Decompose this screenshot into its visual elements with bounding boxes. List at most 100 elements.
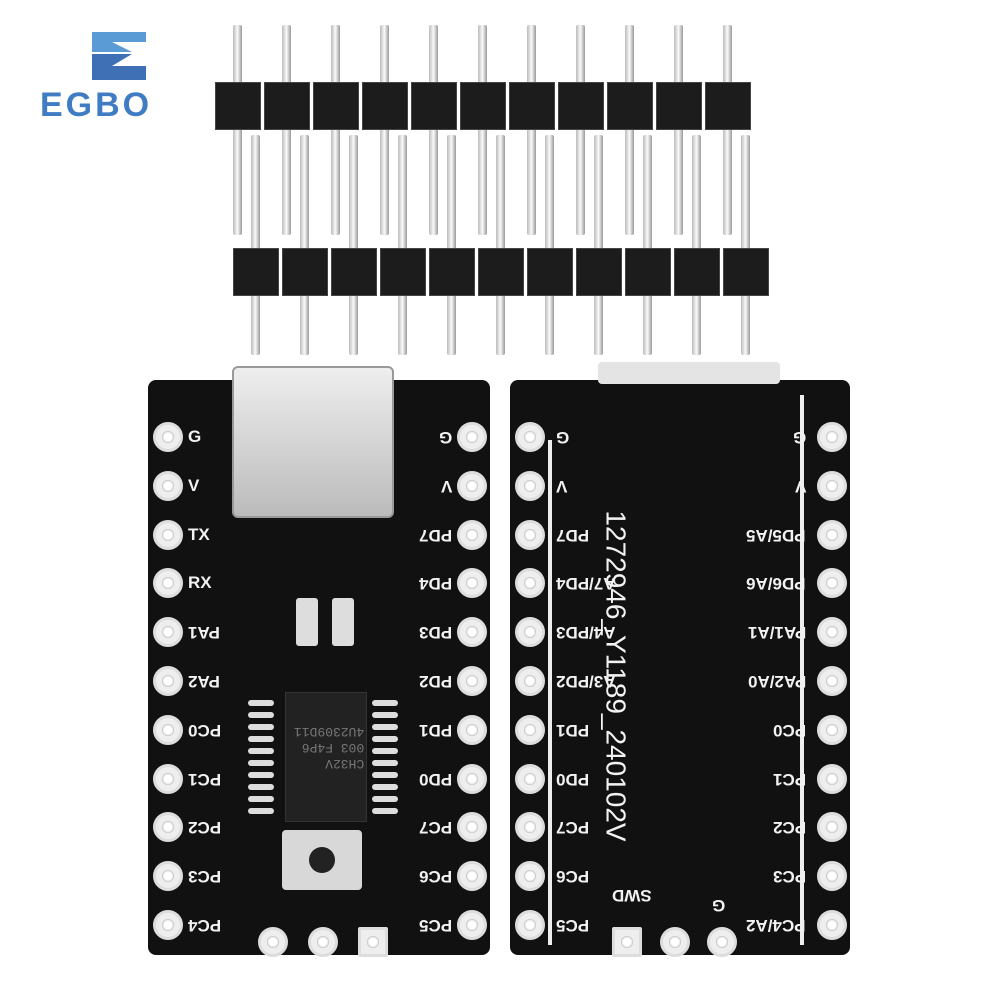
chip-leg	[248, 796, 274, 802]
pin-pad	[817, 910, 847, 940]
pin-label: PC6	[556, 867, 590, 887]
pin-pad	[612, 927, 642, 957]
pin-label: PD7	[418, 525, 452, 545]
pin-label: PC2	[188, 818, 222, 838]
board-outline	[800, 395, 804, 945]
header-block	[478, 248, 524, 296]
pin-label: PC1	[772, 769, 806, 789]
pin-pad	[515, 910, 545, 940]
pin-pad	[153, 519, 183, 550]
pin-label: PD5/A5	[746, 525, 806, 545]
pin-label: PC0	[772, 720, 806, 740]
pin-pad	[153, 568, 183, 599]
pin-label: G	[188, 427, 202, 446]
pin-pad	[660, 927, 690, 957]
chip-leg	[372, 724, 398, 730]
pin-pad	[457, 422, 487, 452]
pin-pad	[515, 568, 545, 599]
chip-leg	[372, 700, 398, 706]
header-pin	[576, 25, 585, 235]
pin-pad	[817, 617, 847, 648]
header-pin	[447, 135, 456, 355]
chip-leg	[372, 760, 398, 766]
chip-leg	[248, 784, 274, 790]
swd-label: SWD	[612, 886, 652, 905]
header-block	[625, 248, 671, 296]
pin-pad	[817, 861, 847, 892]
pin-pad	[707, 927, 737, 957]
pin-label: V	[556, 476, 568, 496]
pin-label: G	[438, 428, 452, 447]
pin-label: A4/PD3	[556, 623, 616, 643]
pin-label: PD1	[556, 720, 590, 740]
header-block	[282, 248, 328, 296]
pin-label: G	[556, 428, 570, 447]
pin-pad	[817, 470, 847, 501]
pin-pad	[515, 861, 545, 892]
pin-pad	[457, 519, 487, 550]
pin-label: PC5	[556, 916, 590, 935]
header-block	[607, 82, 653, 130]
pin-label: PC4	[188, 916, 222, 935]
header-pin	[300, 135, 309, 355]
logo-text: EGBO	[40, 86, 153, 124]
chip-leg	[248, 772, 274, 778]
header-block	[429, 248, 475, 296]
pin-pad	[153, 617, 183, 648]
pin-pad	[515, 470, 545, 501]
pin-label: PC3	[772, 867, 806, 887]
pin-label: PC2	[772, 818, 806, 838]
pin-pad	[817, 812, 847, 843]
chip-leg	[248, 736, 274, 742]
header-block	[233, 248, 279, 296]
chip-leg	[372, 712, 398, 718]
pin-pad	[457, 666, 487, 696]
header-block	[674, 248, 720, 296]
pin-pad	[817, 519, 847, 550]
header-block	[380, 248, 426, 296]
header-pin	[643, 135, 652, 355]
pin-pad	[457, 812, 487, 843]
chip-leg	[372, 748, 398, 754]
pin-pad	[457, 861, 487, 892]
led	[332, 598, 354, 646]
logo-mark	[92, 32, 146, 80]
chip-leg	[372, 808, 398, 814]
pin-pad	[817, 568, 847, 599]
header-block	[411, 82, 457, 130]
chip-leg	[248, 808, 274, 814]
pin-pad	[515, 519, 545, 550]
header-pin	[723, 25, 732, 235]
pin-pad	[515, 763, 545, 794]
header-pin	[349, 135, 358, 355]
header-block	[264, 82, 310, 130]
pin-label: PD2	[418, 672, 452, 691]
reset-button-cap[interactable]	[309, 847, 335, 873]
pin-label: V	[188, 475, 200, 495]
header-pin	[398, 135, 407, 355]
header-block	[509, 82, 555, 130]
pin-pad	[457, 617, 487, 648]
header-pin	[496, 135, 505, 355]
pin-label: PC7	[418, 818, 452, 838]
header-pin	[478, 25, 487, 235]
pin-label: PD7	[556, 525, 590, 545]
pin-label: PC5	[418, 916, 452, 935]
pin-pad	[153, 714, 183, 745]
pin-label: A7/PD4	[556, 574, 616, 594]
reset-button[interactable]	[282, 830, 362, 890]
chip-text: CH32V	[325, 756, 365, 771]
pin-label: PA1	[188, 623, 220, 643]
chip-leg	[372, 796, 398, 802]
header-block	[460, 82, 506, 130]
pin-label: A3/PD2	[556, 672, 616, 691]
header-pin	[674, 25, 683, 235]
pin-pad	[817, 422, 847, 452]
pin-pad	[153, 861, 183, 892]
mcu-chip: CH32V 003 F4P6 4U2309D11	[285, 692, 367, 822]
pin-pad	[153, 812, 183, 843]
header-pin	[251, 135, 260, 355]
pin-label: PA2/A0	[747, 672, 806, 691]
chip-leg	[248, 760, 274, 766]
pin-pad	[515, 422, 545, 452]
